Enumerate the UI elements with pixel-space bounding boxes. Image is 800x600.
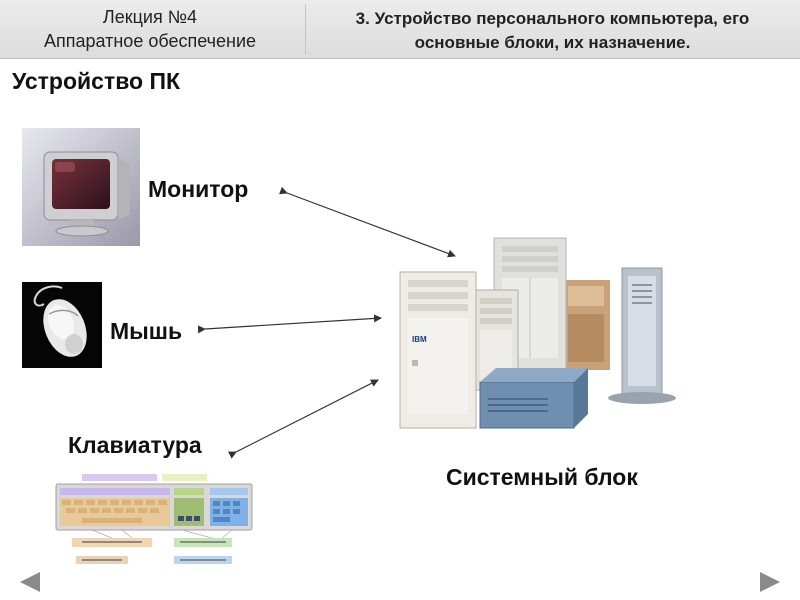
topic-line-1: 3. Устройство персонального компьютера, … xyxy=(355,9,750,28)
monitor-image xyxy=(22,128,140,246)
topic-title: 3. Устройство персонального компьютера, … xyxy=(305,7,800,55)
lecture-subject: Аппаратное обеспечение xyxy=(43,31,257,51)
ibm-logo-text: IBM xyxy=(412,335,427,344)
system-unit-label: Системный блок xyxy=(446,464,638,490)
keyboard-arrow xyxy=(227,379,379,459)
previous-slide-button[interactable] xyxy=(18,570,44,594)
system-unit-image: IBM xyxy=(390,232,690,440)
lecture-info: Лекция №4 Аппаратное обеспечение xyxy=(0,5,300,53)
lecture-number: Лекция №4 xyxy=(102,7,198,27)
triangle-right-icon xyxy=(760,572,780,592)
topic-line-2: основные блоки, их назначение. xyxy=(414,33,691,52)
keyboard-label: Клавиатура xyxy=(68,432,202,458)
keyboard-diagram-image xyxy=(52,472,257,572)
monitor-arrow xyxy=(279,186,456,258)
mouse-image xyxy=(22,282,102,368)
mouse-label: Мышь xyxy=(110,318,183,344)
slide-title: Устройство ПК xyxy=(12,68,181,94)
slide-header: Лекция №4 Аппаратное обеспечение 3. Устр… xyxy=(0,0,800,59)
monitor-label: Монитор xyxy=(148,176,249,202)
mouse-arrow xyxy=(197,314,382,334)
triangle-left-icon xyxy=(20,572,40,592)
next-slide-button[interactable] xyxy=(756,570,782,594)
header-divider xyxy=(305,4,306,54)
